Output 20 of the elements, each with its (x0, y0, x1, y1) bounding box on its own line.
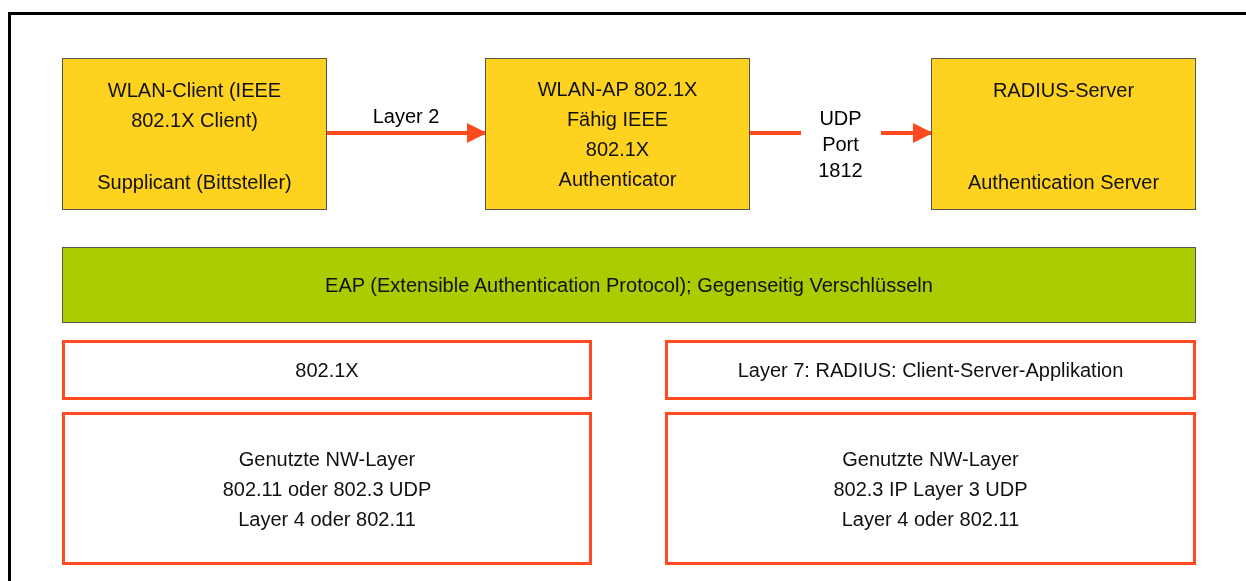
node-text: EAP (Extensible Authentication Protocol); Gegenseitig Verschlüsseln (325, 273, 933, 298)
node-text: Layer 7: RADIUS: Client-Server-Applikation (737, 358, 1124, 383)
layer-box (62, 412, 592, 565)
process-box (931, 58, 1196, 210)
node-text: Authentication Server (967, 170, 1160, 195)
process-box (485, 58, 750, 210)
node-text: 802.1X (295, 358, 359, 383)
node-text: Genutzte NW-Layer 802.11 oder 802.3 UDP Layer 4 oder 802.11 (221, 446, 433, 532)
layer-box (665, 340, 1196, 400)
node-text: Genutzte NW-Layer 802.3 IP Layer 3 UDP Layer 4 oder 802.11 (832, 446, 1029, 532)
layer-box (665, 412, 1196, 565)
layer-box (62, 340, 592, 400)
protocol-band (62, 247, 1196, 323)
node-text: RADIUS-Server (992, 78, 1135, 103)
node-text: Supplicant (Bittsteller) (97, 170, 292, 195)
edge-label: Layer 2 (371, 104, 441, 129)
node-text: WLAN-AP 802.1X Fähig IEEE 802.1X Authenticator (536, 77, 699, 192)
process-box (62, 58, 327, 210)
arrow (327, 123, 487, 143)
node-text: WLAN-Client (IEEE 802.1X Client) (106, 78, 283, 133)
